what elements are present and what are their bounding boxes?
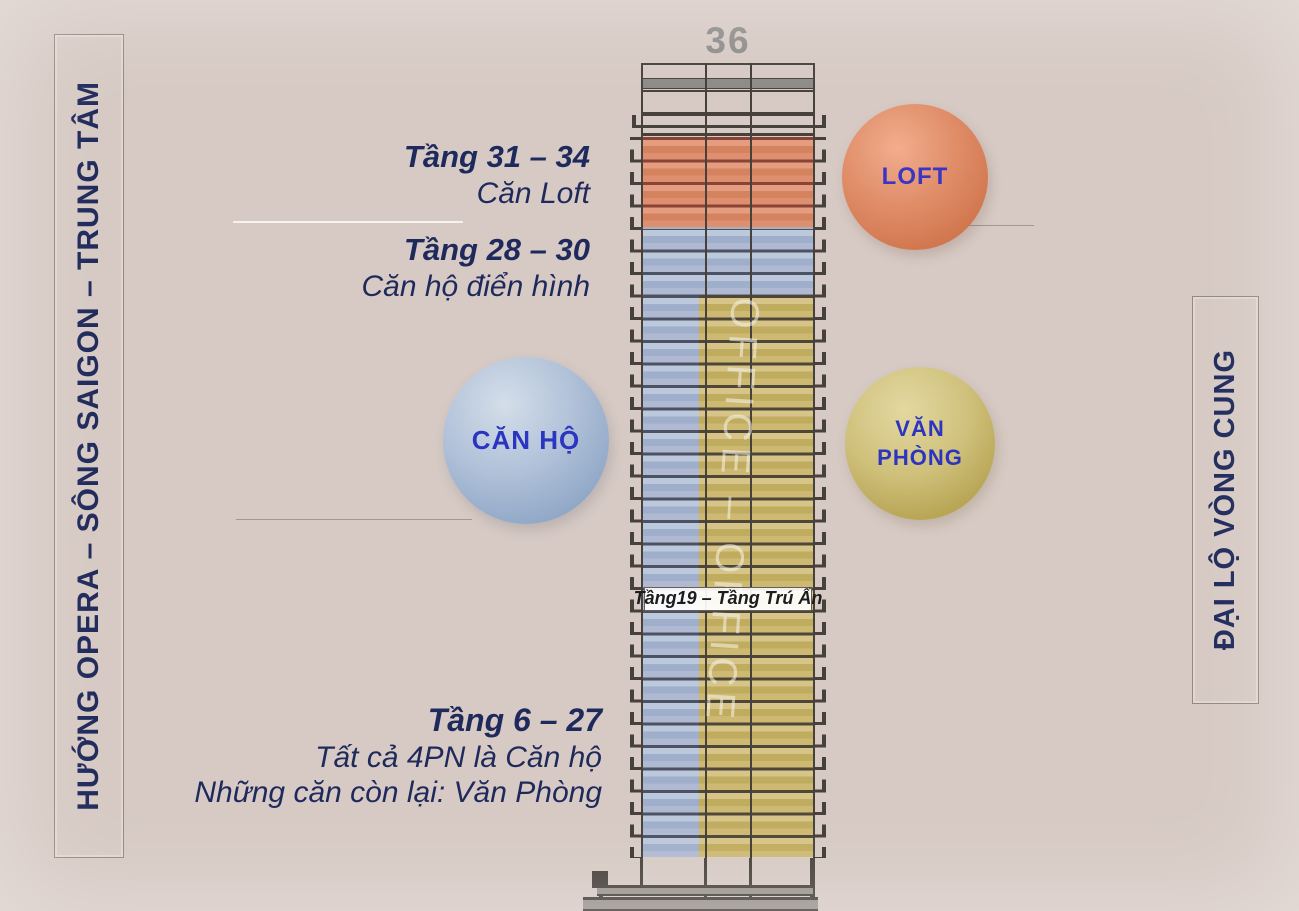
roof-band xyxy=(643,78,813,89)
balcony-stub xyxy=(822,115,826,128)
roof-line xyxy=(643,133,813,136)
loft-badge: LOFT xyxy=(842,104,988,250)
tower-loft-section xyxy=(643,137,813,227)
podium-post xyxy=(640,858,643,888)
guide-line xyxy=(233,221,463,223)
podium-slab-lower xyxy=(583,897,818,911)
apartment-badge-label: CĂN HỘ xyxy=(471,425,581,455)
right-balcony-ticks xyxy=(813,137,826,858)
office-badge: VĂN PHÒNG xyxy=(845,367,995,520)
annotation-loft-floors: Tầng 31 – 34 Căn Loft xyxy=(150,139,590,211)
podium-slab-upper xyxy=(597,885,813,896)
tower-mixed-section: OFFICE – OFFICE Tầng19 – Tầng Trú Ẩn xyxy=(634,294,822,857)
refuge-floor-label: Tầng19 – Tầng Trú Ẩn xyxy=(634,586,822,611)
balcony-stub-column xyxy=(822,137,826,858)
tower-apartment-section xyxy=(643,227,813,295)
annotation-lower-line1: Tất cả 4PN là Căn hộ xyxy=(315,740,602,774)
roof-line xyxy=(643,63,813,65)
annotation-lower-line2: Những căn còn lại: Văn Phòng xyxy=(194,776,602,810)
roof-line xyxy=(643,112,813,116)
left-road-box: HƯỚNG OPERA – SÔNG SAIGON – TRUNG TÂM xyxy=(54,34,124,858)
tower-elevation: OFFICE – OFFICE Tầng19 – Tầng Trú Ẩn xyxy=(630,63,826,858)
guide-line xyxy=(964,225,1034,226)
mixed-office-strip xyxy=(699,294,813,857)
podium-post xyxy=(704,858,707,900)
balcony-stub xyxy=(632,115,636,128)
balcony-line xyxy=(632,125,826,128)
office-badge-label: VĂN PHÒNG xyxy=(877,415,963,472)
left-road-label: HƯỚNG OPERA – SÔNG SAIGON – TRUNG TÂM xyxy=(72,81,105,811)
tower-roof-section xyxy=(643,63,813,137)
annotation-typical-subtitle: Căn hộ điển hình xyxy=(361,269,590,303)
podium-post xyxy=(749,858,752,900)
facade-mullion xyxy=(705,63,707,858)
annotation-typical-title: Tầng 28 – 30 xyxy=(403,232,590,267)
podium-post xyxy=(810,858,815,911)
annotation-loft-title: Tầng 31 – 34 xyxy=(403,139,590,174)
office-badge-line1: VĂN xyxy=(895,415,945,441)
guide-line xyxy=(236,519,472,520)
balcony-stub-column xyxy=(630,137,634,858)
facade-mullion xyxy=(750,63,752,858)
apartment-badge: CĂN HỘ xyxy=(443,357,609,524)
annotation-lower-title: Tầng 6 – 27 xyxy=(427,702,602,738)
right-road-label: ĐẠI LỘ VÒNG CUNG xyxy=(1209,349,1241,651)
roof-line xyxy=(643,90,813,92)
left-balcony-ticks xyxy=(630,137,643,858)
loft-badge-label: LOFT xyxy=(881,163,949,190)
floor-count-label: 36 xyxy=(705,20,751,61)
annotation-loft-subtitle: Căn Loft xyxy=(476,176,590,210)
right-road-box: ĐẠI LỘ VÒNG CUNG xyxy=(1192,296,1259,704)
annotation-typical-floors: Tầng 28 – 30 Căn hộ điển hình xyxy=(150,232,590,304)
mixed-apartment-strip xyxy=(643,294,699,857)
annotation-lower-floors: Tầng 6 – 27 Tất cả 4PN là Căn hộ Những c… xyxy=(146,702,602,811)
office-badge-line2: PHÒNG xyxy=(877,444,963,470)
